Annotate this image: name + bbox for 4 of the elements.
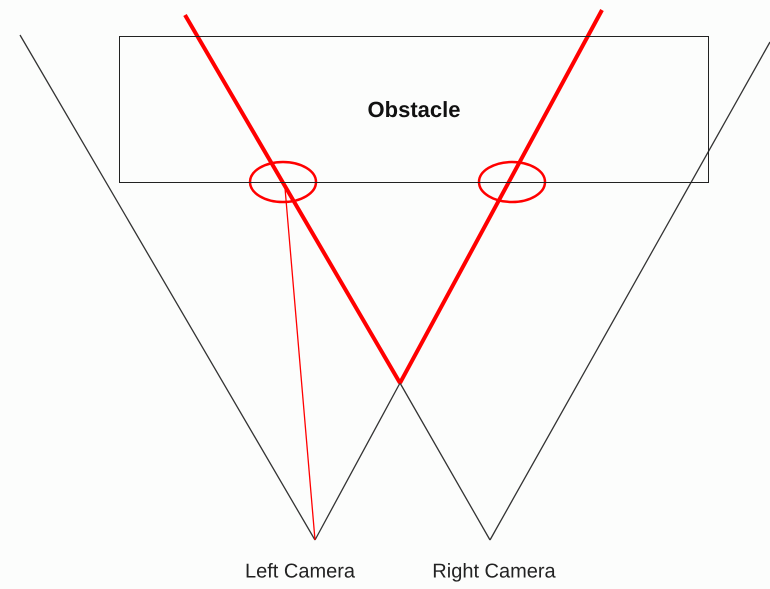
camera-label: Right Camera: [432, 560, 556, 584]
obstacle-label: Obstacle: [368, 96, 460, 122]
camera-label: Left Camera: [244, 560, 356, 584]
obstacle-box: [119, 36, 709, 183]
